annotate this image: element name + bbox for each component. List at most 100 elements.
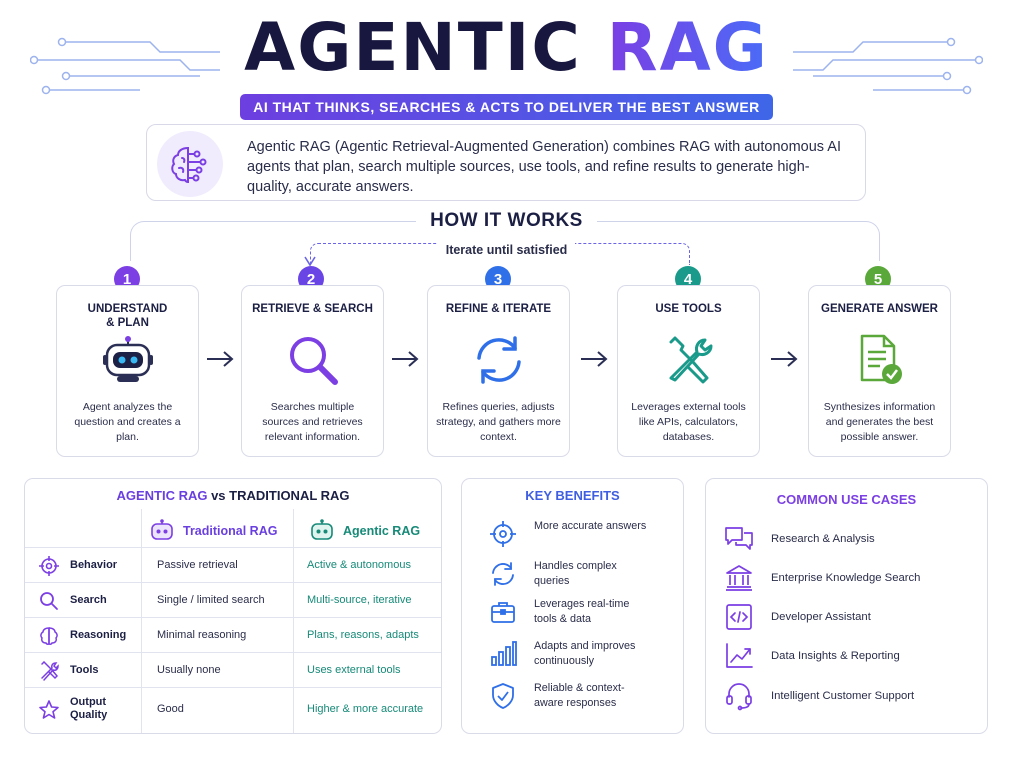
section-title-how-it-works: HOW IT WORKS <box>0 210 1013 232</box>
benefit-item: Handles complex queries <box>488 559 654 589</box>
use-case-text: Data Insights & Reporting <box>771 650 900 662</box>
agentic-value: Multi-source, iterative <box>307 594 412 606</box>
step-title: UNDERSTAND & PLAN <box>87 303 168 329</box>
flow-arrow-icon <box>771 351 798 367</box>
use-case-item: Research & Analysis <box>724 524 875 554</box>
target-icon <box>488 519 518 549</box>
row-label: Tools <box>70 664 99 676</box>
iterate-label: Iterate until satisfied <box>0 241 1013 259</box>
intro-text: Agentic RAG (Agentic Retrieval-Augmented… <box>247 139 841 195</box>
traditional-value: Usually none <box>157 664 221 676</box>
step-card-refine-iterate: REFINE & ITERATE Refines queries, adjust… <box>427 285 570 457</box>
loop-arrowhead-icon <box>304 256 316 266</box>
column-header-agentic: Agentic RAG <box>309 519 420 543</box>
comparison-row-behavior: Behavior Passive retrieval Active & auto… <box>25 547 441 582</box>
step-title: GENERATE ANSWER <box>821 303 938 315</box>
row-label: Behavior <box>70 559 118 571</box>
column-divider <box>293 509 294 733</box>
page-title: AGENTIC RAG <box>0 8 1013 88</box>
agentic-value: Higher & more accurate <box>307 703 424 715</box>
comparison-row-reasoning: Reasoning Minimal reasoning Plans, reaso… <box>25 617 441 652</box>
comparison-title: AGENTIC RAG vs TRADITIONAL RAG <box>116 488 350 503</box>
step-description: Synthesizes information and generates th… <box>823 401 936 443</box>
benefit-text: Reliable & context-aware responses <box>534 682 625 709</box>
header: AGENTIC RAG AI THAT THINKS, SEARCHES & A… <box>0 8 1013 120</box>
star-icon <box>39 700 59 719</box>
subtitle-banner: AI THAT THINKS, SEARCHES & ACTS TO DELIV… <box>240 94 773 120</box>
intro-box: Agentic RAG (Agentic Retrieval-Augmented… <box>146 124 866 201</box>
line-chart-icon <box>724 641 754 671</box>
use-case-item: Intelligent Customer Support <box>724 681 914 711</box>
flow-arrow-icon <box>581 351 608 367</box>
comparison-row-output-quality: Output Quality Good Higher & more accura… <box>25 687 441 732</box>
benefit-text: Leverages real-time tools & data <box>534 598 630 625</box>
document-check-icon <box>809 330 950 390</box>
brain-circuit-icon <box>157 131 223 197</box>
benefit-text: Handles complex queries <box>534 560 617 587</box>
row-label: Search <box>70 594 107 606</box>
step-card-understand-plan: UNDERSTAND & PLAN Agent analyzes the que… <box>56 285 199 457</box>
step-description: Searches multiple sources and retrieves … <box>262 401 363 443</box>
flow-arrow-icon <box>392 351 419 367</box>
tools-icon <box>41 661 59 681</box>
robot-teal-icon <box>311 519 333 540</box>
use-cases-panel: COMMON USE CASES Research & Analysis Ent… <box>705 478 988 734</box>
benefits-panel: KEY BENEFITS More accurate answers Handl… <box>461 478 684 734</box>
refresh-icon <box>428 330 569 390</box>
traditional-value: Good <box>157 703 184 715</box>
benefit-item: Leverages real-time tools & data <box>488 597 654 627</box>
benefit-item: Adapts and improves continuously <box>488 639 654 669</box>
benefit-item: Reliable & context-aware responses <box>488 681 654 711</box>
title-part-agentic: AGENTIC <box>244 9 582 86</box>
step-title: RETRIEVE & SEARCH <box>252 303 373 315</box>
traditional-value: Single / limited search <box>157 594 265 606</box>
traditional-value: Minimal reasoning <box>157 629 247 641</box>
robot-icon <box>57 330 198 390</box>
column-header-traditional: Traditional RAG <box>149 519 277 543</box>
use-case-item: Data Insights & Reporting <box>724 641 900 671</box>
use-case-text: Enterprise Knowledge Search <box>771 572 921 584</box>
agentic-value: Plans, reasons, adapts <box>307 629 419 641</box>
step-card-use-tools: USE TOOLS Leverages external tools like … <box>617 285 760 457</box>
step-title: REFINE & ITERATE <box>445 303 552 315</box>
target-icon <box>39 556 59 576</box>
comparison-row-tools: Tools Usually none Uses external tools <box>25 652 441 687</box>
step-title: USE TOOLS <box>655 303 722 315</box>
refresh-icon <box>488 559 518 589</box>
agentic-value: Active & autonomous <box>307 559 411 571</box>
tools-icon <box>618 330 759 390</box>
step-card-generate-answer: GENERATE ANSWER Synthesizes information … <box>808 285 951 457</box>
benefit-item: More accurate answers <box>488 519 654 549</box>
briefcase-icon <box>488 597 518 627</box>
use-case-text: Developer Assistant <box>771 611 871 623</box>
search-icon <box>40 592 58 610</box>
benefit-text: Adapts and improves continuously <box>534 640 636 667</box>
benefits-title: KEY BENEFITS <box>525 488 620 503</box>
shield-check-icon <box>488 681 518 711</box>
use-cases-title: COMMON USE CASES <box>776 492 917 507</box>
step-description: Refines queries, adjusts strategy, and g… <box>436 401 561 443</box>
row-label: Reasoning <box>70 629 127 641</box>
use-case-text: Research & Analysis <box>771 533 875 545</box>
brain-icon <box>40 627 58 645</box>
comparison-panel: AGENTIC RAG vs TRADITIONAL RAG Tradition… <box>24 478 442 734</box>
column-divider <box>141 509 142 733</box>
use-case-text: Intelligent Customer Support <box>771 690 915 702</box>
circuit-decoration-left <box>30 37 220 95</box>
step-description: Leverages external tools like APIs, calc… <box>631 401 746 443</box>
magnifier-icon <box>242 330 383 390</box>
comparison-row-search: Search Single / limited search Multi-sou… <box>25 582 441 617</box>
robot-purple-icon <box>151 519 173 540</box>
row-label: Output Quality <box>70 696 108 721</box>
agentic-value: Uses external tools <box>307 664 401 676</box>
code-icon <box>724 602 754 632</box>
chat-bubbles-icon <box>724 524 754 554</box>
flow-arrow-icon <box>207 351 234 367</box>
circuit-decoration-right <box>793 37 983 95</box>
traditional-value: Passive retrieval <box>157 559 238 571</box>
title-part-rag: RAG <box>606 9 769 86</box>
use-case-item: Developer Assistant <box>724 602 871 632</box>
bar-chart-icon <box>488 639 518 669</box>
bank-icon <box>724 563 754 593</box>
headset-icon <box>724 681 754 711</box>
